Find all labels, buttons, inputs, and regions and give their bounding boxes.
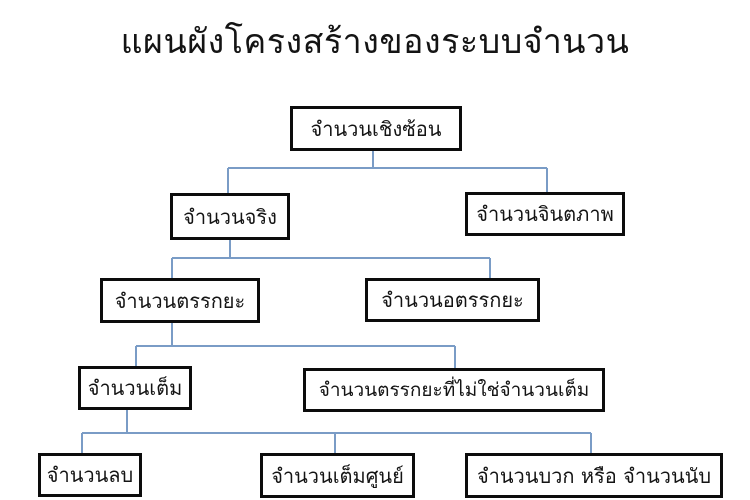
node-rational-numbers: จำนวนตรรกยะ [100,278,260,323]
node-real-numbers: จำนวนจริง [170,193,290,240]
node-positive-or-counting-numbers-label: จำนวนบวก หรือ จำนวนนับ [476,463,712,488]
node-complex-numbers: จำนวนเชิงซ้อน [290,106,462,151]
node-integers-label: จำนวนเต็ม [87,376,183,400]
node-irrational-numbers: จำนวนอตรรกยะ [365,278,540,322]
node-imaginary-numbers-label: จำนวนจินตภาพ [476,202,614,226]
node-real-numbers-label: จำนวนจริง [183,204,277,229]
node-complex-numbers-label: จำนวนเชิงซ้อน [310,116,442,141]
node-integers: จำนวนเต็ม [78,366,192,410]
node-imaginary-numbers: จำนวนจินตภาพ [465,192,625,236]
node-non-integer-rationals-label: จำนวนตรรกยะที่ไม่ใช่จำนวนเต็ม [318,378,590,401]
node-zero-integer-label: จำนวนเต็มศูนย์ [271,463,404,488]
node-negative-numbers: จำนวนลบ [38,453,142,497]
node-rational-numbers-label: จำนวนตรรกยะ [114,288,246,313]
diagram-title: แผนผังโครงสร้างของระบบจำนวน [120,22,630,62]
node-negative-numbers-label: จำนวนลบ [46,463,134,487]
node-zero-integer: จำนวนเต็มศูนย์ [260,453,415,498]
node-non-integer-rationals: จำนวนตรรกยะที่ไม่ใช่จำนวนเต็ม [303,368,605,412]
node-irrational-numbers-label: จำนวนอตรรกยะ [381,288,524,312]
node-positive-or-counting-numbers: จำนวนบวก หรือ จำนวนนับ [465,453,723,498]
